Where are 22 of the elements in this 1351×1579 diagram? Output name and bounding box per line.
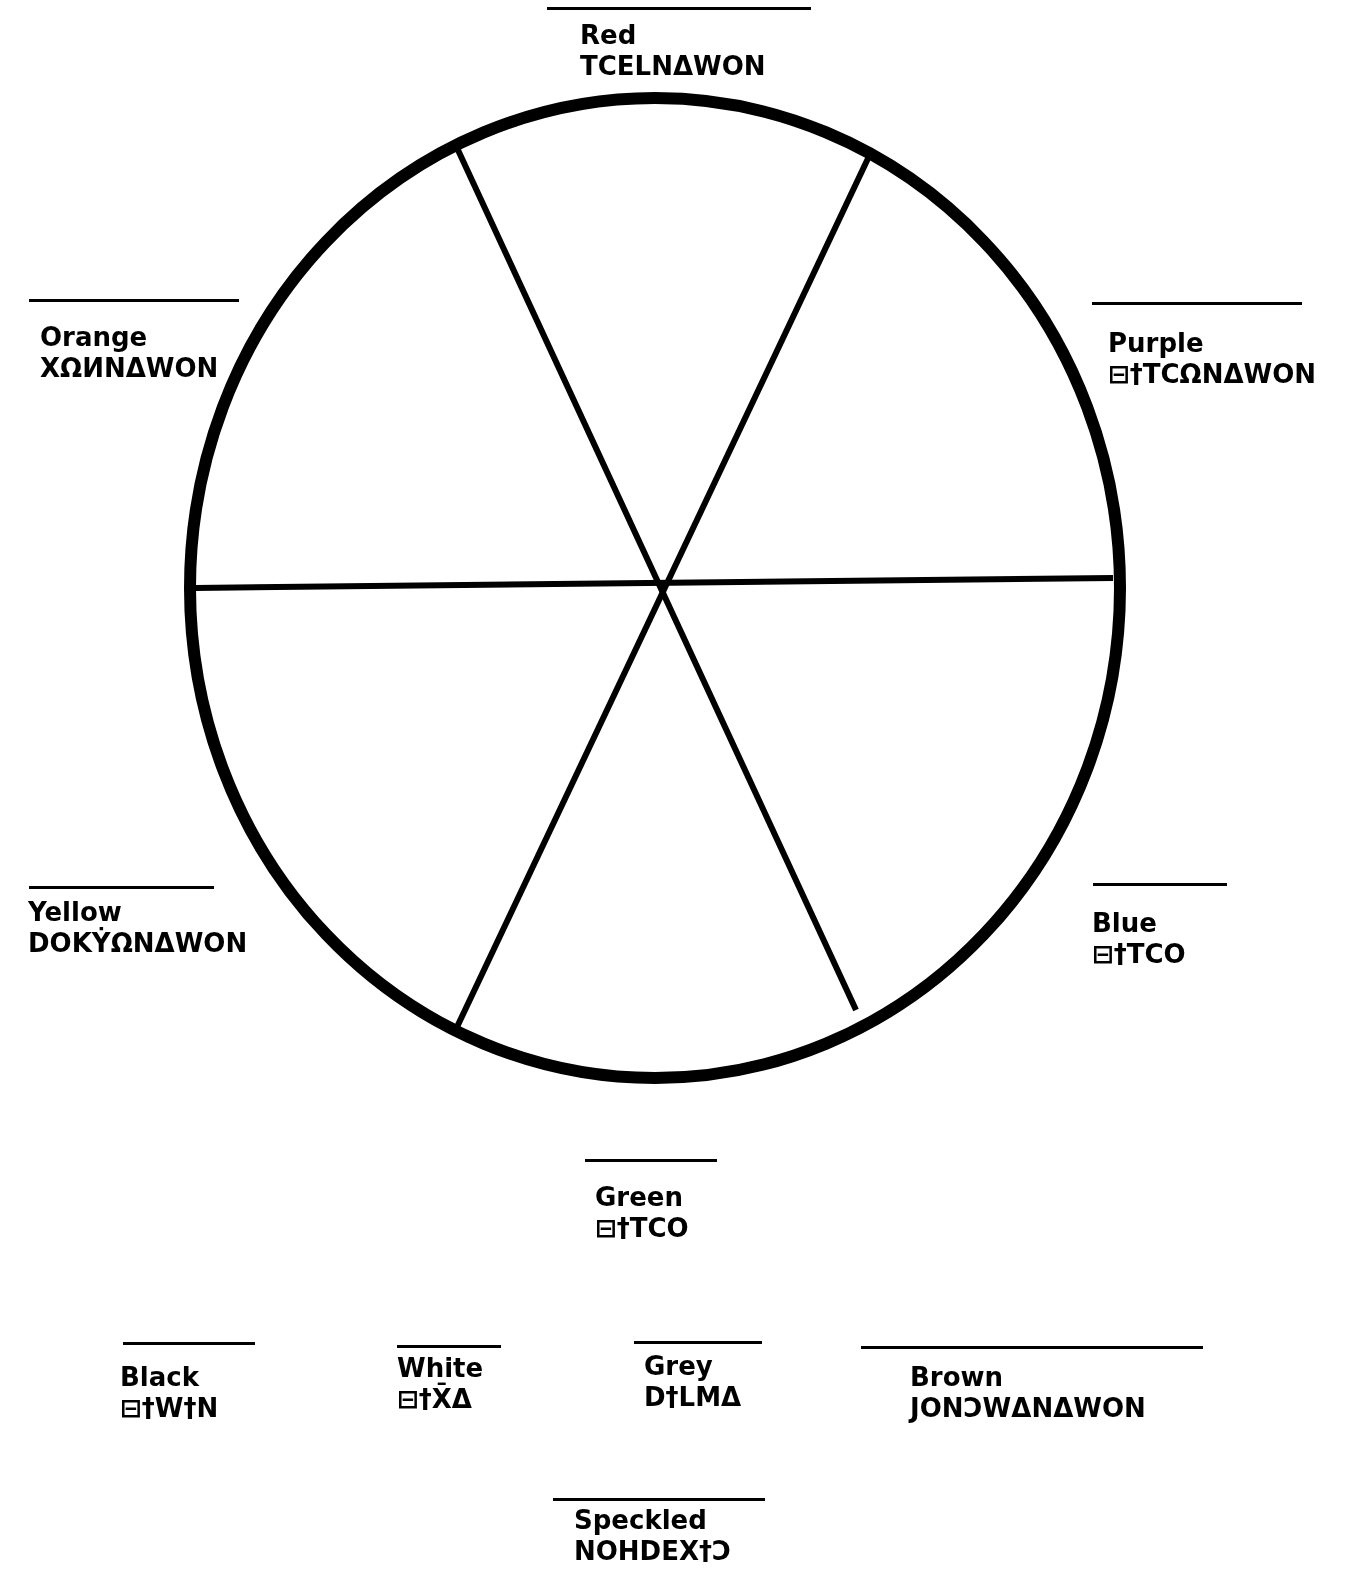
color-name: Grey [644, 1351, 713, 1381]
translated-color-name: ⊟†TCO [1092, 939, 1186, 969]
color-name: Blue [1092, 908, 1157, 938]
color-name: Black [120, 1362, 199, 1392]
color-name: Purple [1108, 328, 1204, 358]
translated-color-name: ⊟†TCO [595, 1213, 689, 1243]
translated-color-name: TCELNΔWON [580, 51, 766, 81]
translated-color-name: NOHDEX†Ɔ [574, 1536, 732, 1566]
translated-color-name: D†LMΔ [644, 1382, 742, 1412]
color-name: Red [580, 20, 637, 50]
color-name: White [397, 1353, 484, 1383]
color-name: Yellow [28, 897, 122, 927]
translated-color-name: DOKẎΩNΔWON [28, 928, 248, 958]
translated-color-name: ⊟†TCΩNΔWON [1108, 359, 1317, 389]
color-name: Speckled [574, 1505, 707, 1535]
color-name: Orange [40, 322, 148, 352]
translated-color-name: XΩИNΔWON [40, 353, 219, 383]
color-name: Green [595, 1182, 683, 1212]
translated-color-name: ⊟†X̄Δ [397, 1384, 472, 1414]
translated-color-name: JONƆWΔNΔWON [910, 1393, 1146, 1423]
color-name: Brown [910, 1362, 1004, 1392]
translated-color-name: ⊟†W†N [120, 1393, 219, 1423]
